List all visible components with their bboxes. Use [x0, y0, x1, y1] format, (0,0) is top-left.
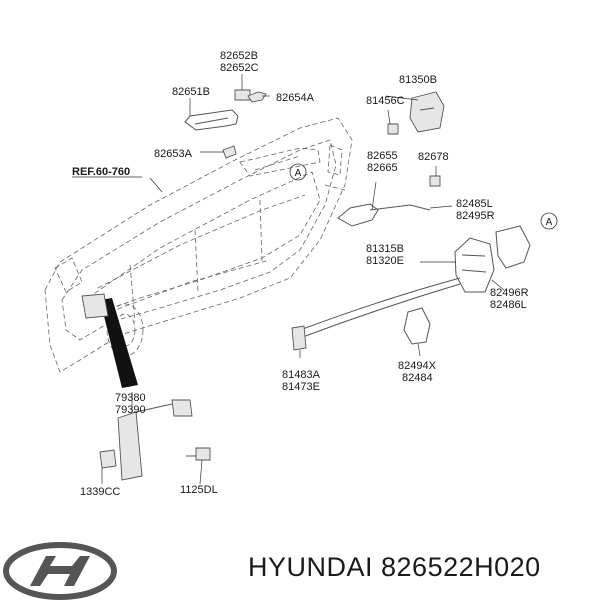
label-82678: 82678 [418, 151, 449, 163]
label-82494x: 82494X [398, 360, 437, 372]
label-81483a: 81483A [282, 369, 321, 381]
cable-2 [299, 283, 461, 339]
label-82652c: 82652C [220, 62, 259, 74]
label-81320e: 81320E [366, 255, 404, 267]
label-82484: 82484 [402, 372, 433, 384]
leader-lines [101, 74, 505, 485]
door-hinge [81, 293, 109, 319]
outside-handle [184, 89, 267, 159]
label-81315b: 81315B [366, 243, 404, 255]
label-82654a: 82654A [276, 92, 315, 104]
label-82652b: 82652B [220, 50, 258, 62]
label-1125dl: 1125DL [180, 484, 218, 496]
inside-handle-rod [369, 204, 431, 211]
callout-a-left: A [289, 163, 307, 181]
label-82651b: 82651B [172, 86, 210, 98]
callout-a-text: A [546, 217, 553, 228]
check-strap [99, 399, 211, 481]
label-82486l: 82486L [490, 299, 527, 311]
callout-a-text: A [295, 168, 302, 179]
label-79380: 79380 [115, 392, 146, 404]
label-1339cc: 1339CC [80, 486, 120, 498]
label-82496r: 82496R [490, 287, 529, 299]
cable-1 [299, 277, 461, 331]
part-number-caption: HYUNDAI 826522H020 [248, 552, 541, 582]
cable-end [291, 325, 307, 351]
label-82495r: 82495R [456, 210, 495, 222]
inside-handle [337, 203, 379, 227]
label-81350b: 81350B [399, 74, 437, 86]
hyundai-logo-icon [3, 542, 117, 600]
label-79390: 79390 [115, 404, 146, 416]
label-82485l: 82485L [456, 198, 493, 210]
striker [387, 91, 445, 135]
label-ref-60-760: REF.60-760 [72, 166, 130, 178]
lock-actuator [403, 225, 531, 345]
label-82653a: 82653A [154, 148, 193, 160]
bolt-82678 [429, 175, 441, 187]
label-81456c: 81456C [366, 95, 405, 107]
callout-a-right: A [540, 212, 558, 230]
label-82655: 82655 [367, 150, 398, 162]
label-82665: 82665 [367, 162, 398, 174]
label-81473e: 81473E [282, 381, 320, 393]
hinge-strap [100, 298, 138, 388]
door-panel [44, 117, 353, 373]
